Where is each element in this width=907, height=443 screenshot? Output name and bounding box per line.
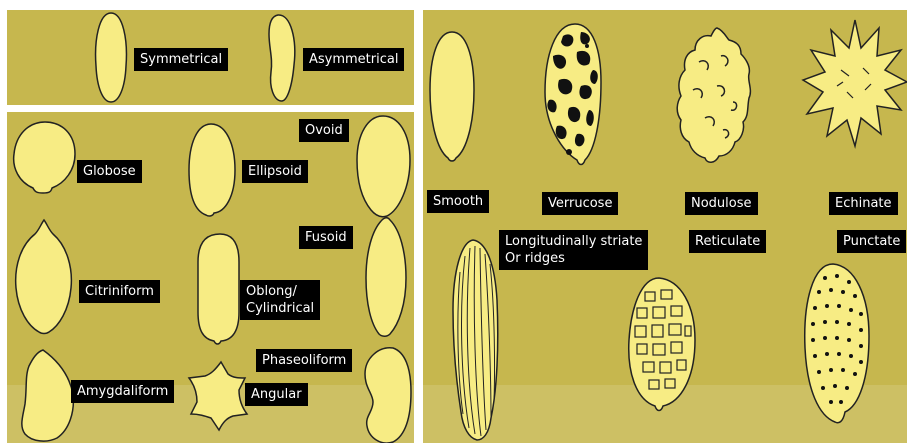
label-smooth: Smooth	[427, 190, 489, 213]
ellipsoid-spore	[189, 124, 235, 216]
label-amygdaliform: Amygdaliform	[71, 380, 174, 403]
smooth-spore	[430, 32, 474, 161]
label-phaseoliform: Phaseoliform	[256, 349, 352, 372]
nodulose-spore	[677, 28, 750, 162]
label-ellipsoid: Ellipsoid	[242, 160, 308, 183]
spore-shapes-panel: Globose Ellipsoid Ovoid Fusoid Citrinifo…	[7, 112, 414, 443]
fusoid-spore	[366, 218, 406, 337]
label-globose: Globose	[77, 160, 142, 183]
striate-spore	[453, 240, 498, 440]
label-oblong-cylindrical: Oblong/ Cylindrical	[240, 280, 320, 320]
label-citriniform: Citriniform	[79, 280, 160, 303]
shape-illustrations	[7, 112, 414, 443]
oblong-spore	[198, 234, 239, 344]
symmetry-panel: Symmetrical Asymmetrical	[7, 10, 414, 105]
globose-spore	[14, 122, 75, 193]
label-verrucose: Verrucose	[542, 192, 618, 215]
label-oblong-line2: Cylindrical	[246, 300, 314, 317]
label-symmetrical: Symmetrical	[134, 48, 228, 71]
label-asymmetrical: Asymmetrical	[303, 48, 404, 71]
label-echinate: Echinate	[829, 192, 898, 215]
ornamentation-illustrations	[423, 10, 907, 443]
amygdaliform-spore	[22, 350, 74, 441]
verrucose-spore	[545, 24, 601, 165]
label-ovoid: Ovoid	[299, 119, 349, 142]
symmetrical-spore	[96, 13, 127, 102]
punctate-spore	[805, 264, 869, 423]
citriniform-spore	[16, 220, 72, 334]
phaseoliform-spore	[365, 348, 411, 443]
ornamentation-panel: Smooth Verrucose Nodulose Echinate Longi…	[423, 10, 907, 443]
asymmetrical-spore	[269, 15, 295, 101]
label-punctate: Punctate	[837, 230, 906, 253]
label-longitudinally-striate: Longitudinally striate Or ridges	[499, 230, 648, 270]
label-fusoid: Fusoid	[299, 226, 353, 249]
angular-spore	[189, 362, 247, 430]
reticulate-spore	[629, 278, 695, 411]
label-oblong-line1: Oblong/	[246, 283, 314, 300]
ovoid-spore	[357, 116, 410, 217]
echinate-spore	[803, 20, 907, 146]
label-reticulate: Reticulate	[689, 230, 766, 253]
label-striate-line1: Longitudinally striate	[505, 233, 642, 250]
label-striate-line2: Or ridges	[505, 250, 642, 267]
label-angular: Angular	[245, 383, 308, 406]
label-nodulose: Nodulose	[685, 192, 758, 215]
